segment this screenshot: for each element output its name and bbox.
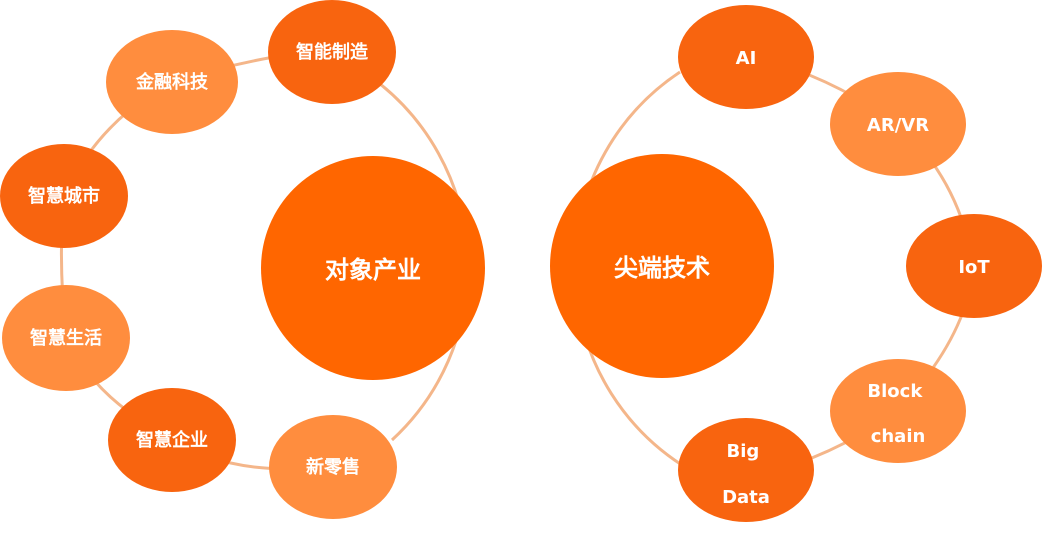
left-node-3 (2, 285, 130, 391)
right-hub (550, 154, 774, 378)
right-node-2-label: IoT (958, 257, 990, 278)
left-node-5 (269, 415, 397, 519)
right-node-3-label: Block chain (867, 381, 928, 447)
right-node-1 (830, 72, 966, 176)
right-node-3-line-2: chain (871, 426, 926, 447)
left-node-4-label: 智慧企业 (136, 429, 208, 451)
left-node-2-label: 智慧城市 (28, 185, 100, 207)
left-node-1-label: 金融科技 (135, 71, 209, 93)
left-node-2 (0, 144, 128, 248)
left-group: 对象产业 智能制造 金融科技 智慧城市 智慧生活 智慧企业 新零售 (0, 0, 485, 519)
right-node-2 (906, 214, 1042, 318)
right-node-0-label: AI (736, 48, 757, 69)
right-hub-label: 尖端技术 (614, 254, 710, 282)
right-node-1-label: AR/VR (867, 115, 929, 136)
right-node-4 (678, 418, 814, 522)
right-node-3 (830, 359, 966, 463)
right-node-0 (678, 5, 814, 109)
left-node-4 (108, 388, 236, 492)
left-hub-label: 对象产业 (325, 256, 421, 284)
left-node-1 (106, 30, 238, 134)
left-hub (261, 156, 485, 380)
left-node-0-label: 智能制造 (296, 41, 368, 63)
right-node-4-label: Big Data (722, 441, 770, 508)
right-node-4-line-1: Big (726, 441, 759, 462)
left-node-5-label: 新零售 (306, 456, 360, 478)
left-node-0 (268, 0, 396, 104)
right-group: 尖端技术 AI AR/VR IoT Block chain Big Data (550, 5, 1042, 522)
left-node-3-label: 智慧生活 (30, 327, 102, 349)
right-node-4-line-2: Data (722, 487, 770, 508)
right-node-3-line-1: Block (867, 381, 923, 402)
